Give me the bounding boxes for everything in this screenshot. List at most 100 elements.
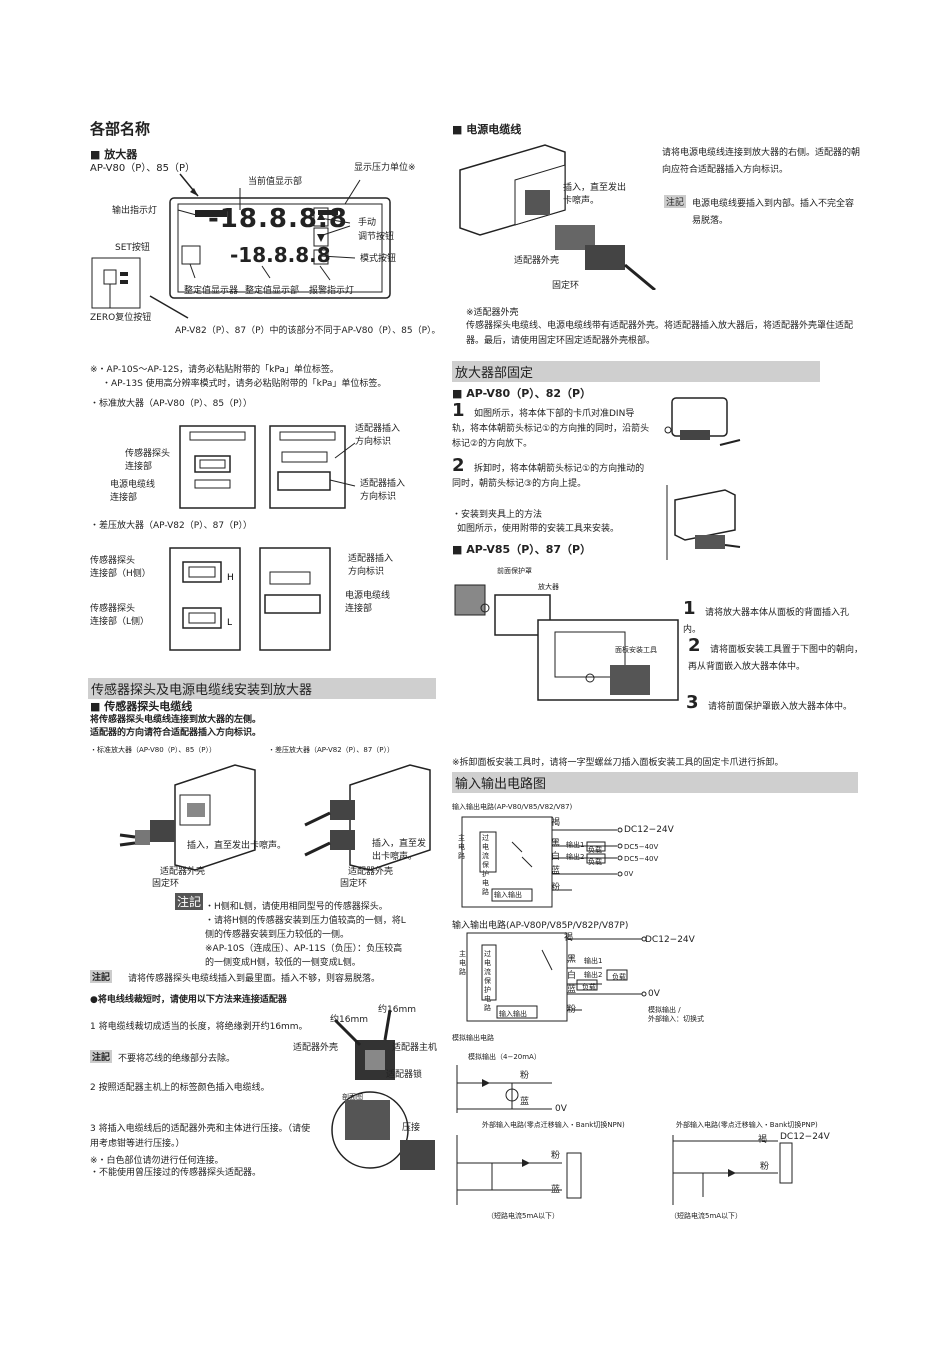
io1-dc3: DC5−40V [624,855,659,863]
power-note: 电源电缆线要插入到内部。插入不完全容易脱落。 [692,199,855,226]
io1-caption: 输入输出电路(AP-V80/V85/V82/V87) [452,803,573,811]
note-text-2: 请将传感器探头电缆线插入到最里面。插入不够，则容易脱落。 [128,974,381,984]
note-line: ※AP-10S（连成压）、AP-11S（负压）：负压较高 [205,944,403,954]
note-tag-2: 注記 [90,970,113,983]
io1-wire-black: 黑 [551,839,561,849]
io2-wire-black: 黑 [567,955,577,965]
pnp-dc: DC12−24V [780,1132,830,1142]
lcd-set-value: -18.8.8.8 [230,243,331,267]
io1-input: 输入输出 [494,891,522,899]
io2-wire-pink: 粉 [567,1005,577,1015]
pnp-pink: 粉 [760,1162,770,1172]
io1-circuit [461,816,623,908]
note-line: ・请将H侧的传感器安装到压力值较高的一侧，将L [205,916,406,926]
sensor-cable-text-1: 将传感器探头电缆线连接到放大器的左侧。 [90,715,262,725]
io2-wire-brown: 褐 [564,933,574,943]
diff-amp-caption: ・差压放大器（AP-V82（P）、87（P）） [90,521,253,531]
note-list-1: ・H侧和L侧，请使用相同型号的传感器探头。 ・请将H侧的传感器安装到压力值较高的… [205,900,406,970]
step3-notes: ※・白色部位请勿进行任何连接。 ・不能使用曾压接过的传感器探头适配器。 [90,1155,261,1179]
shell-note-title: ※适配器外壳 [466,308,519,318]
std-adapter-dir-2: 适配器插入 方向标识 [360,479,406,502]
io2-out2: 输出2 [584,971,603,979]
io2-zero: 0V [648,989,660,999]
io1-wire-blue: 蓝 [551,866,561,876]
label-set-display2: 整定值显示部 [245,286,300,296]
fix-bracket-title: ・安装到夹具上的方法 [452,510,543,520]
step1-note: 不要将芯线的绝缘部分去除。 [118,1054,236,1064]
insert-label-1: 插入，直至发出卡嚓声。 [187,841,287,851]
analog-blue: 蓝 [520,1097,530,1107]
std-power-conn: 电源电缆线 连接部 [110,480,156,503]
amp-model: AP-V80（P）、85（P） [90,163,196,174]
fix-step-1-number: 1 [452,400,465,421]
io2-protect: 过电流保护电路 [484,950,491,1012]
ext-pnp-circuit [672,1135,793,1205]
short-pnp: （短路电流5mA以下） [670,1212,743,1220]
fix-model-2: ■ AP-V85（P）、87（P） [452,543,592,556]
panel-mount-figure [454,584,679,701]
diff-power-conn: 电源电缆线 连接部 [345,591,391,614]
io1-wire-pink: 粉 [551,883,561,893]
section-title-fix: 放大器部固定 [452,361,820,382]
npn-blue: 蓝 [551,1185,561,1195]
io1-out2: 输出2 [566,853,585,861]
short-npn: （短路电流5mA以下） [487,1212,560,1220]
panel-label-amp: 放大器 [538,583,559,591]
diff-sensor-h: 传感器探头 连接部（H侧） [90,556,151,579]
svg-text:L: L [227,618,232,628]
label-current-value: 当前值显示部 [248,177,303,187]
io1-wire-white: 白 [551,852,561,862]
label-mode-button: 模式按钮 [360,254,397,264]
power-cable-figure [459,144,656,290]
diff-adapter-dir: 适配器插入 方向标识 [348,554,394,577]
bracket-figure [666,485,741,560]
io2-load2: 负载 [582,983,596,991]
power-ring: 固定环 [552,281,580,291]
din-rail-figure [664,397,741,446]
io2-main: 主电路 [459,950,466,976]
io2-analog: 模拟输出 / 外部输入：切换式 [648,1006,704,1023]
diff-amp-side-figure: H L [169,547,331,651]
cut-step-1: 1 将电缆线裁切成适当的长度，将绝缘剥开约16mm。 [90,1022,308,1032]
npn-pink: 粉 [551,1151,561,1161]
label-cross: 剖面图 [342,1093,363,1101]
io2-wire-blue: 蓝 [567,985,577,995]
io2-load1: 负载 [612,973,626,981]
len-label-2: 约16mm [378,1005,416,1015]
panel-step-1: 请将放大器本体从面板的背面插入孔内。 [683,608,850,635]
shell-note: 传感器探头电缆线、电源电缆线带有适配器外壳。将适配器插入放大器后，将适配器外壳罩… [466,321,854,346]
sensor-cable-heading: ■ 传感器探头电缆线 [90,700,193,713]
io2-circuit [466,932,647,1022]
power-note-tag: 注記 [664,195,687,208]
analog-0v: 0V [555,1104,567,1114]
section-title-part-names: 各部名称 [90,120,151,138]
std-amp-caption: ・标准放大器（AP-V80（P）、85（P）） [90,399,253,409]
note-line: 侧的传感器安装到压力较低的一侧。 [205,930,350,940]
panel-label-tool: 面板安装工具 [615,646,657,654]
io2-wire-white: 白 [567,971,577,981]
crimp-figure [331,1009,435,1170]
std-adapter-dir-1: 适配器插入 方向标识 [355,424,401,447]
fix-step-2-number: 2 [452,455,465,476]
step3-note: ※・白色部位请勿进行任何连接。 [90,1156,224,1166]
fixing-ring-2: 固定环 [340,879,368,889]
note-tag-1: 注記 [175,893,204,910]
label-alarm-lamp: 报警指示灯 [309,286,355,296]
diff-amp-caption-2: ・差压放大器（AP-V82（P）、87（P）） [268,746,395,754]
io1-out1: 输出1 [566,841,585,849]
panel-step-2-number: 2 [688,635,701,656]
label-manual-adjust: 手动 调节按钮 [358,218,395,242]
io1-zero: 0V [624,870,634,878]
io1-main: 主电路 [458,834,465,860]
label-crimp: 压接 [402,1123,421,1133]
cut-heading: ●将电线线裁短时，请使用以下方法来连接适配器 [90,995,287,1005]
power-heading: ■ 电源电缆线 [452,123,522,136]
note-line: 的一侧变成H侧，较低的一侧变成L侧。 [205,958,361,968]
insert-label-2: 插入，直至发 出卡嚓声。 [372,839,427,862]
sensor-cable-text-2: 适配器的方向请符合适配器插入方向标识。 [90,728,262,738]
io1-dc1: DC12−24V [624,825,674,835]
label-shell: 适配器外壳 [293,1043,339,1053]
ext-npn-circuit [456,1135,582,1205]
note-line: ・H侧和L侧，请使用相同型号的传感器探头。 [205,902,388,912]
io1-protect: 过电流保护电路 [482,834,489,896]
